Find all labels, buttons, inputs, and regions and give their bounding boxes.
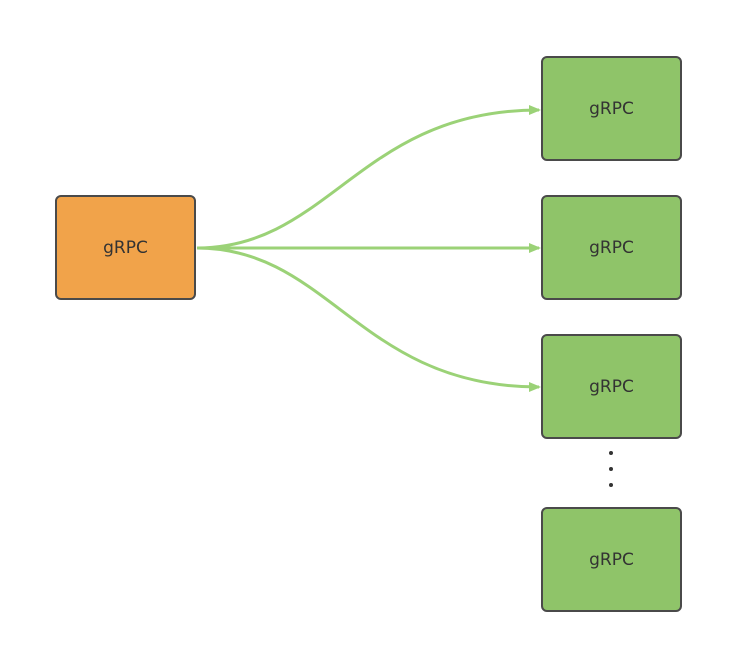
target-grpc-node-2: gRPC: [541, 195, 682, 300]
source-grpc-node: gRPC: [55, 195, 196, 300]
source-grpc-label: gRPC: [103, 237, 148, 258]
target-grpc-node-1: gRPC: [541, 56, 682, 161]
arrow-to-target-3: [196, 246, 541, 392]
target-grpc-node-3: gRPC: [541, 334, 682, 439]
ellipsis-dot: [609, 483, 613, 487]
ellipsis-dot: [609, 467, 613, 471]
arrow-to-target-1: [196, 105, 541, 250]
target-grpc-node-4: gRPC: [541, 507, 682, 612]
target-grpc-label-3: gRPC: [589, 376, 634, 397]
target-grpc-label-2: gRPC: [589, 237, 634, 258]
target-grpc-label-1: gRPC: [589, 98, 634, 119]
ellipsis-dot: [609, 451, 613, 455]
target-grpc-label-4: gRPC: [589, 549, 634, 570]
